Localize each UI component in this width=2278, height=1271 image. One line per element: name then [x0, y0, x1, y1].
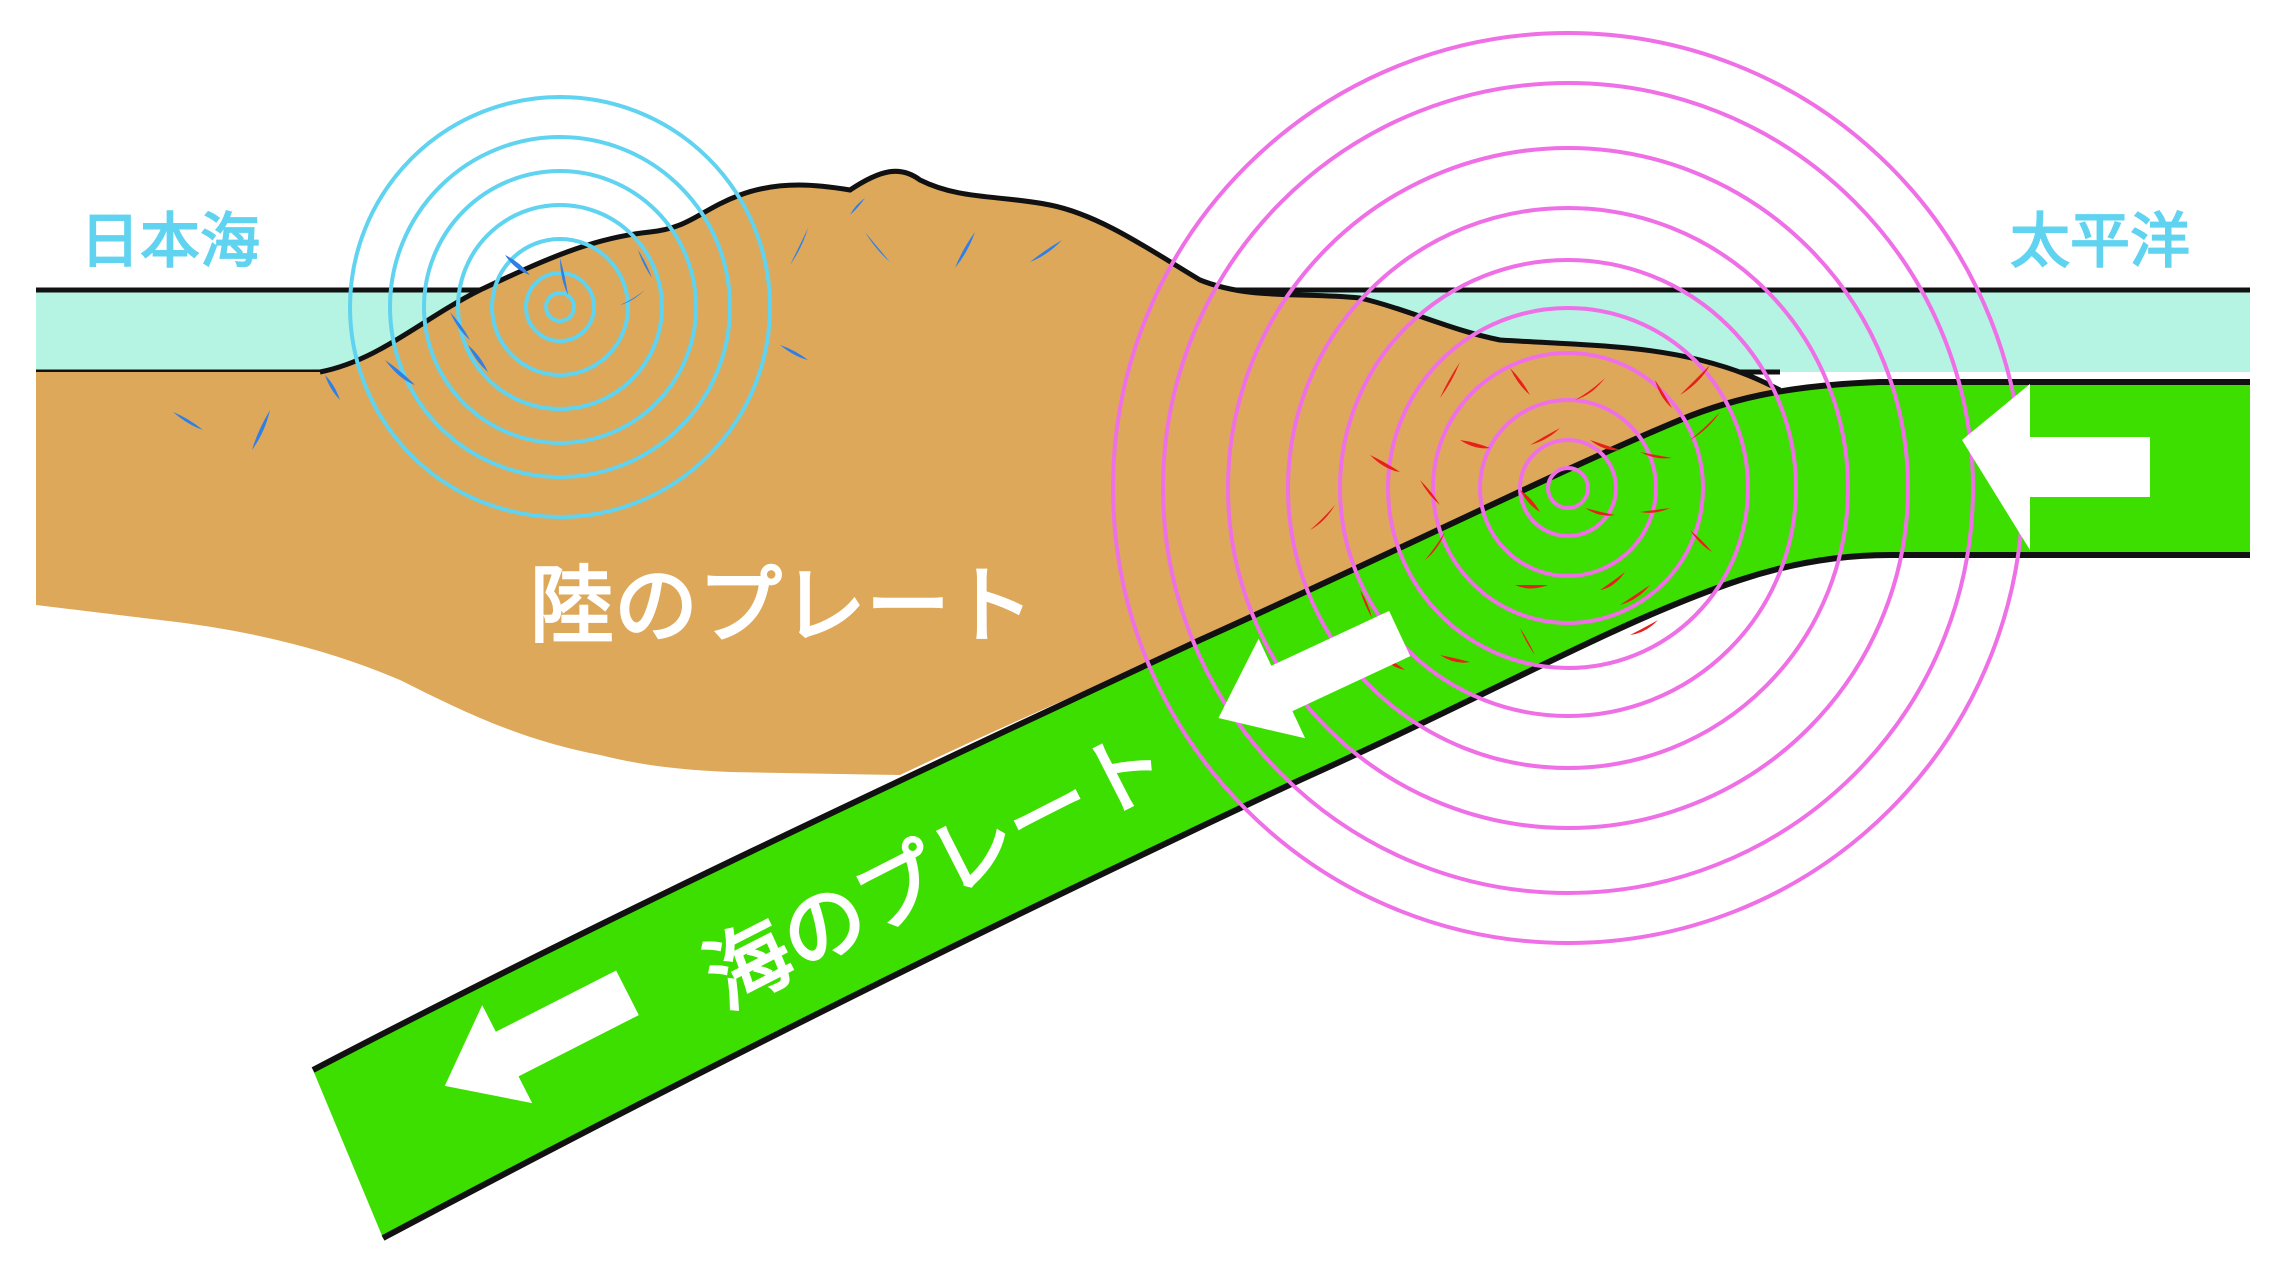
oceanic-plate-top-edge	[311, 379, 2250, 1073]
inland-cracks	[173, 198, 1062, 450]
trench-earthquake-waves	[1111, 31, 2025, 945]
label-continental-plate: 陸のプレート	[530, 557, 1034, 655]
arrow-left-icon	[1218, 610, 1411, 739]
arrow-left-icon	[1962, 384, 2150, 550]
oceanic-plate-bottom-edge	[381, 552, 2250, 1241]
inland-earthquake-waves	[348, 95, 772, 519]
label-pacific-ocean: 太平洋	[2010, 207, 2190, 277]
land-surface-outline	[319, 168, 1782, 393]
trench-cracks	[1310, 362, 1720, 670]
continental-plate	[36, 171, 1780, 776]
arrow-left-icon	[444, 970, 639, 1104]
label-sea-of-japan: 日本海	[80, 207, 260, 277]
